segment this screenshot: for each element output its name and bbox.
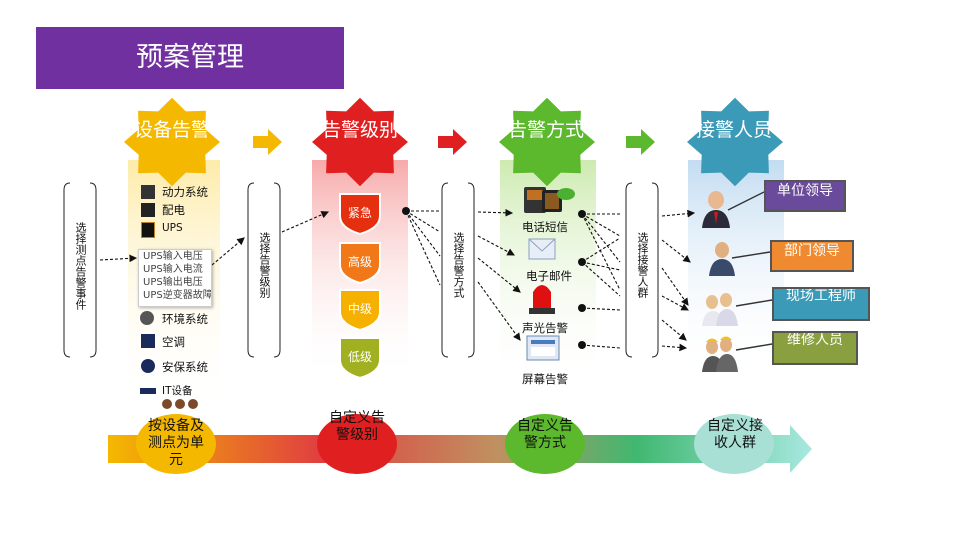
channel-label-alarm[interactable]: 声光告警	[522, 321, 568, 335]
bottom-circle-device	[136, 414, 216, 474]
bracket-label-level: 选择告警级别	[258, 232, 271, 298]
channel-label-email[interactable]: 电子邮件	[526, 269, 572, 283]
role-connectors	[727, 191, 773, 351]
bracket-right	[273, 182, 281, 358]
bracket-left	[625, 182, 633, 358]
star-label-device: 设备告警	[133, 119, 210, 141]
popup-item[interactable]: UPS逆变器故障	[143, 290, 211, 301]
bracket-right	[89, 182, 97, 358]
level-shield-1[interactable]	[339, 242, 381, 285]
bottom-label-level: 自定义告警级别	[329, 410, 385, 443]
screen-alarm-icon	[526, 335, 560, 361]
worker-group-icon	[702, 336, 738, 372]
power-system-icon	[141, 185, 155, 199]
popup-item[interactable]: UPS输入电流	[143, 264, 203, 275]
device-item-distribution[interactable]: 配电	[162, 203, 185, 217]
level-label-low: 低级	[347, 350, 372, 364]
bracket-left	[247, 182, 255, 358]
level-shield-2[interactable]	[339, 289, 381, 332]
role-box-maintenance[interactable]: 维修人员	[772, 331, 858, 365]
person-icon	[702, 191, 730, 228]
email-icon	[528, 238, 556, 260]
bottom-flow-arrow	[108, 425, 812, 473]
popup-item[interactable]: UPS输入电压	[143, 251, 203, 262]
phone-sms-icon	[524, 187, 575, 213]
ups-icon	[141, 222, 155, 238]
bracket-left	[63, 182, 71, 358]
level-shield-3[interactable]	[339, 337, 381, 380]
bracket-right	[651, 182, 659, 358]
alarm-light-icon	[529, 285, 555, 314]
ups-event-popup: UPS输入电压 UPS输入电流 UPS输出电压 UPS逆变器故障	[138, 249, 212, 307]
role-box-unit-leader[interactable]: 单位领导	[764, 180, 846, 212]
bracket-left	[441, 182, 449, 358]
role-box-field-engineer[interactable]: 现场工程师	[772, 287, 870, 321]
bottom-circle-level	[317, 414, 397, 474]
star-label-channel: 告警方式	[507, 119, 584, 141]
role-box-dept-leader[interactable]: 部门领导	[770, 240, 854, 272]
arrow-right-icon	[626, 129, 655, 155]
bottom-circle-channel	[505, 414, 585, 474]
it-device-icon	[140, 388, 156, 394]
bracket-label-role: 选择接警人群	[636, 232, 649, 298]
device-item-aircon[interactable]: 空调	[162, 335, 185, 349]
channel-label-phone[interactable]: 电话短信	[522, 220, 568, 234]
device-item-ups[interactable]: UPS	[162, 222, 183, 234]
aircon-icon	[141, 334, 155, 348]
page-title: 预案管理	[136, 42, 244, 73]
bottom-label-role: 自定义接收人群	[707, 418, 763, 451]
popup-item[interactable]: UPS输出电压	[143, 277, 203, 288]
level-label-high: 高级	[347, 255, 372, 269]
star-badge-2	[499, 97, 595, 187]
device-item-environment[interactable]: 环境系统	[162, 312, 208, 326]
star-badge-1	[312, 97, 408, 187]
connector-dots	[402, 207, 586, 349]
bracket-label-device-event: 选择测点告警事件	[74, 222, 87, 310]
star-label-role: 接警人员	[695, 119, 772, 141]
connectors	[99, 208, 696, 352]
title-bar	[36, 27, 344, 89]
arrow-right-icon	[438, 129, 467, 155]
star-label-level: 告警级别	[321, 119, 398, 141]
device-item-it[interactable]: IT设备	[162, 385, 193, 397]
person-icon	[709, 242, 735, 276]
bracket-label-channel: 选择告警方式	[452, 232, 465, 298]
arrow-right-icon	[253, 129, 282, 155]
bracket-right	[467, 182, 475, 358]
device-item-security[interactable]: 安保系统	[162, 360, 208, 374]
level-label-medium: 中级	[347, 302, 372, 316]
security-icon	[141, 359, 155, 373]
level-label-urgent: 紧急	[347, 206, 372, 220]
channel-label-screen[interactable]: 屏幕告警	[522, 372, 568, 386]
level-shield-0[interactable]	[339, 193, 381, 236]
device-item-power[interactable]: 动力系统	[162, 185, 208, 199]
people-group-icon	[702, 293, 738, 326]
bottom-label-device: 按设备及测点为单元	[148, 418, 204, 468]
bottom-circle-role	[694, 414, 774, 474]
bottom-label-channel: 自定义告警方式	[517, 418, 573, 451]
star-badge-3	[687, 97, 783, 187]
star-badge-0	[124, 97, 220, 187]
environment-icon	[140, 311, 154, 325]
distribution-icon	[141, 203, 155, 217]
